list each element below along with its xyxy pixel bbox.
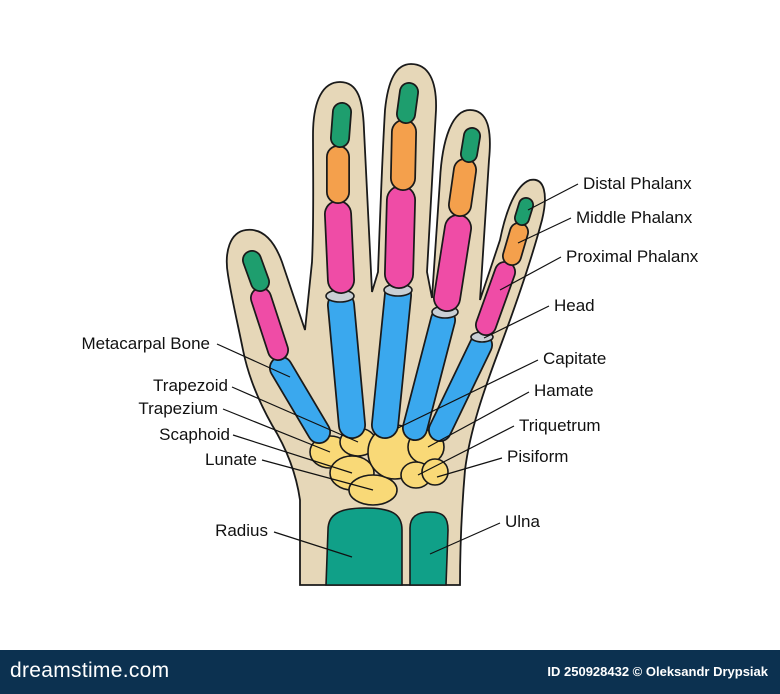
leader-proximal-phalanx bbox=[499, 256, 562, 291]
leader-middle-phalanx bbox=[517, 217, 572, 244]
leader-metacarpal-bone bbox=[216, 343, 291, 378]
site-logo[interactable]: dreamstime.com bbox=[10, 659, 170, 682]
hand-anatomy-diagram: Distal Phalanx Middle Phalanx Proximal P… bbox=[81, 63, 699, 586]
label-pisiform: Pisiform bbox=[507, 447, 568, 466]
label-capitate: Capitate bbox=[543, 349, 606, 368]
label-triquetrum: Triquetrum bbox=[519, 416, 601, 435]
label-metacarpal-bone: Metacarpal Bone bbox=[81, 334, 210, 353]
ulna-bone bbox=[409, 511, 449, 586]
leader-distal-phalanx bbox=[527, 183, 579, 211]
label-proximal-phalanx: Proximal Phalanx bbox=[566, 247, 699, 266]
label-radius: Radius bbox=[215, 521, 268, 540]
proximal-phalanges bbox=[250, 185, 516, 361]
leader-lunate bbox=[261, 459, 374, 491]
leader-capitate bbox=[397, 359, 539, 429]
metacarpal-bones bbox=[269, 281, 494, 444]
pisiform-bone bbox=[421, 458, 449, 486]
leader-hamate bbox=[427, 391, 530, 448]
leader-triquetrum bbox=[417, 425, 515, 476]
leader-lines bbox=[216, 183, 579, 558]
label-ulna: Ulna bbox=[505, 512, 541, 531]
footer-bar: dreamstime.com ID 250928432 © Oleksandr … bbox=[0, 650, 780, 694]
label-scaphoid: Scaphoid bbox=[159, 425, 230, 444]
label-trapezoid: Trapezoid bbox=[153, 376, 228, 395]
radius-bone bbox=[325, 507, 403, 586]
distal-phalanges bbox=[242, 82, 534, 292]
label-hamate: Hamate bbox=[534, 381, 594, 400]
label-lunate: Lunate bbox=[205, 450, 257, 469]
label-distal-phalanx: Distal Phalanx bbox=[583, 174, 692, 193]
labels: Distal Phalanx Middle Phalanx Proximal P… bbox=[81, 174, 698, 540]
leader-radius bbox=[273, 531, 353, 558]
image-credit: ID 250928432 © Oleksandr Drypsiak bbox=[547, 664, 768, 679]
middle-phalanges bbox=[326, 119, 529, 266]
leader-head bbox=[483, 305, 550, 339]
leader-trapezoid bbox=[231, 386, 359, 443]
label-trapezium: Trapezium bbox=[138, 399, 218, 418]
label-middle-phalanx: Middle Phalanx bbox=[576, 208, 693, 227]
leader-scaphoid bbox=[232, 434, 353, 474]
leader-ulna bbox=[429, 522, 501, 555]
leader-trapezium bbox=[222, 408, 331, 453]
label-head: Head bbox=[554, 296, 595, 315]
leader-pisiform bbox=[436, 457, 503, 478]
